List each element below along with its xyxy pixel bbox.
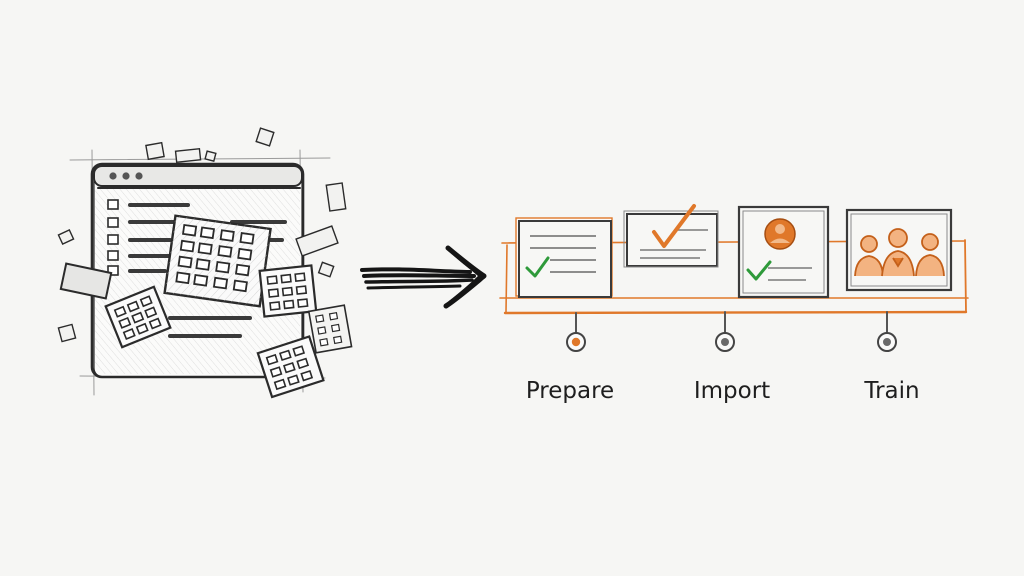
arrow-right-icon bbox=[360, 245, 487, 309]
people-icon bbox=[854, 228, 945, 277]
step-card-import bbox=[623, 204, 719, 268]
timeline-node-prepare bbox=[566, 332, 586, 352]
messy-spreadsheet-window-icon bbox=[57, 127, 353, 399]
timeline-node-import bbox=[715, 332, 735, 352]
step-label-train: Train bbox=[864, 378, 920, 404]
avatar-icon bbox=[764, 218, 796, 250]
check-icon bbox=[525, 256, 550, 278]
step-card-train bbox=[845, 208, 953, 292]
step-card-review bbox=[737, 205, 830, 299]
check-icon bbox=[746, 260, 772, 281]
check-icon bbox=[652, 204, 696, 248]
step-label-prepare: Prepare bbox=[525, 378, 615, 404]
step-label-import: Import bbox=[693, 378, 771, 404]
step-card-prepare bbox=[515, 217, 613, 298]
timeline-node-train bbox=[877, 332, 897, 352]
